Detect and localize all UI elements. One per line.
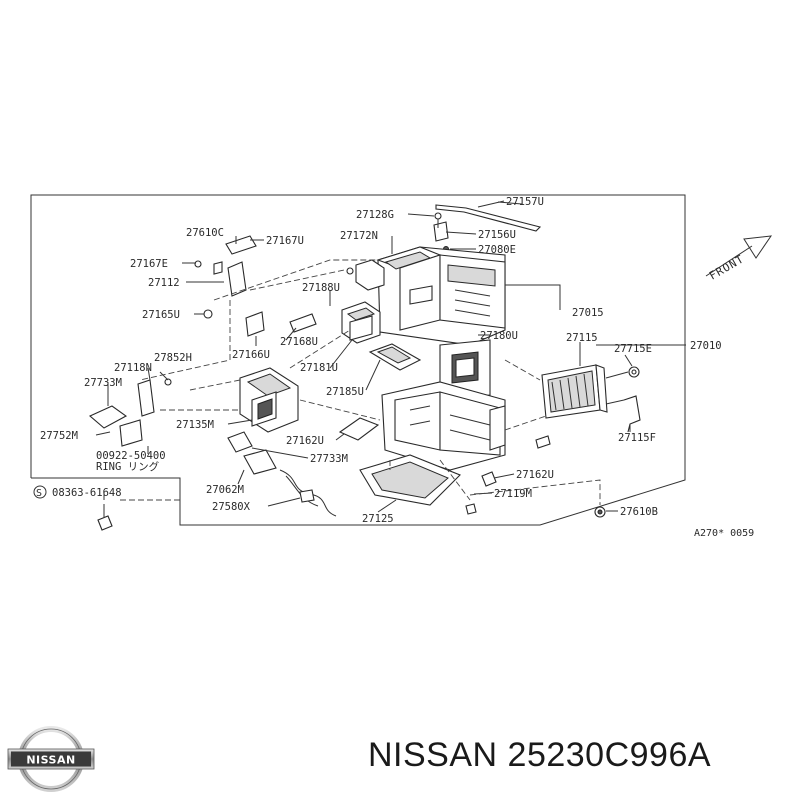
label-27580X: 27580X	[212, 501, 251, 513]
label-27162U-lower: 27162U	[516, 469, 554, 481]
flap-27162U	[338, 417, 380, 441]
label-27188U: 27188U	[302, 282, 340, 294]
label-00922-50400: 00922-50400	[96, 450, 166, 462]
label-27610B: 27610B	[620, 506, 658, 518]
label-27733M-lower: 27733M	[310, 453, 348, 465]
lower-housing	[381, 381, 506, 471]
label-27852H: 27852H	[154, 352, 192, 364]
label-27752M: 27752M	[40, 430, 78, 442]
housing-27172N	[346, 259, 385, 291]
label-27125: 27125	[362, 513, 394, 525]
label-27162U-upper: 27162U	[286, 435, 324, 447]
label-27167E: 27167E	[130, 258, 168, 270]
label-27135M: 27135M	[176, 419, 214, 431]
screw-08363	[97, 504, 113, 531]
label-27733M: 27733M	[84, 377, 122, 389]
label-27168U: 27168U	[280, 336, 318, 348]
label-27156U: 27156U	[478, 229, 516, 241]
label-27181U: 27181U	[300, 362, 338, 374]
duct-27188U	[341, 301, 381, 344]
assembly-outline	[30, 194, 686, 526]
screw-symbol-icon: S	[33, 485, 47, 499]
label-27167U: 27167U	[266, 235, 304, 247]
clip-27610B	[594, 506, 606, 518]
heater-core-27115	[541, 364, 608, 419]
label-27112: 27112	[148, 277, 180, 289]
actuator-27062M	[227, 431, 337, 517]
label-27119M: 27119M	[494, 488, 532, 500]
label-27015: 27015	[572, 307, 604, 319]
flap-27185U	[368, 343, 422, 371]
label-27180U: 27180U	[480, 330, 518, 342]
rod-27157U	[435, 201, 542, 232]
label-27185U: 27185U	[326, 386, 364, 398]
front-label: FRONT	[707, 252, 747, 282]
dashed-guides	[120, 259, 601, 505]
label-27166U: 27166U	[232, 349, 270, 361]
part-caption: NISSAN 25230C996A	[368, 736, 712, 774]
label-ring: RING リング	[96, 460, 160, 473]
drain-pan-27125	[359, 454, 461, 506]
grommet-27715E	[605, 366, 640, 379]
label-27115: 27115	[566, 332, 598, 344]
label-27165U: 27165U	[142, 309, 180, 321]
leader-lines	[95, 200, 686, 513]
front-arrow: FRONT	[705, 235, 773, 283]
bracket-27115F	[605, 395, 641, 433]
duct-27135M	[239, 367, 299, 433]
nissan-logo-icon: NISSAN	[7, 726, 95, 792]
blower-case-27015	[376, 246, 506, 346]
label-27128G: 27128G	[356, 209, 394, 221]
logo-wordmark: NISSAN	[26, 754, 75, 767]
screws-27119M	[465, 435, 551, 515]
blower-fan-27180U	[439, 339, 491, 401]
label-27062M: 27062M	[206, 484, 244, 496]
label-27172N: 27172N	[340, 230, 378, 242]
label-27010: 27010	[690, 340, 722, 352]
svg-text:S: S	[36, 488, 42, 499]
label-27715E: 27715E	[614, 343, 652, 355]
label-27610C: 27610C	[186, 227, 224, 239]
label-27118N: 27118N	[114, 362, 152, 374]
figure-code: A270* 0059	[694, 528, 754, 539]
label-08363-61648: 08363-61648	[52, 487, 122, 499]
label-27157U: 27157U	[506, 196, 544, 208]
label-27115F: 27115F	[618, 432, 656, 444]
part-labels: 27157U 27128G 27156U 27080E 27610C 27167…	[40, 196, 754, 539]
label-27080E: 27080E	[478, 244, 516, 256]
bracket-27610C	[194, 235, 317, 337]
actuator-27752M	[88, 378, 172, 447]
